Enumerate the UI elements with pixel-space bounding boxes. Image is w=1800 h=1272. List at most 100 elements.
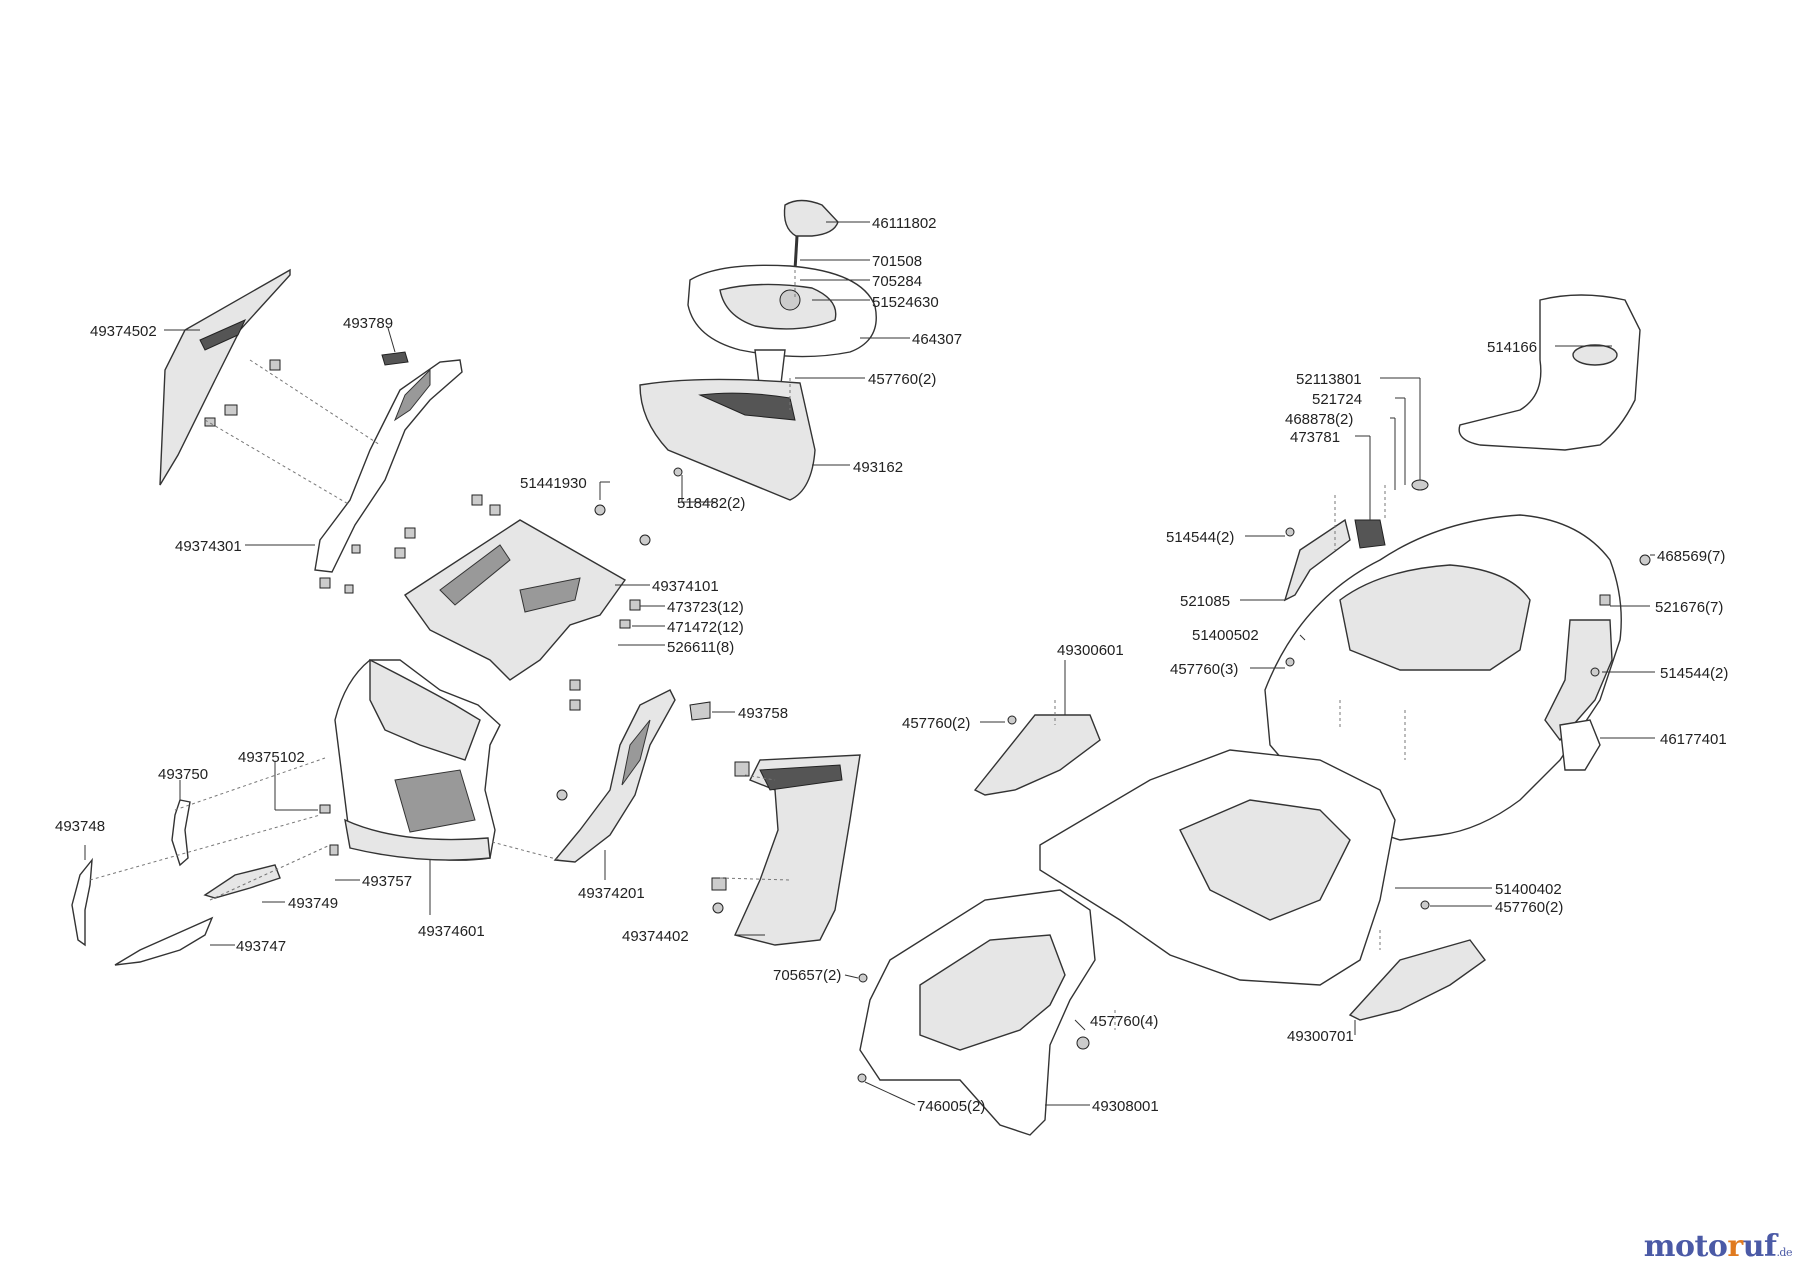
side-panel-49374502-dark [199, 319, 247, 351]
frame-piece-49374301 [314, 359, 463, 573]
label-468569-7: 468569(7) [1657, 548, 1725, 565]
logo-part-a: moto [1643, 1229, 1728, 1264]
label-49308001: 49308001 [1092, 1098, 1159, 1115]
label-457760-3: 457760(3) [1170, 661, 1238, 678]
label-468878-2: 468878(2) [1285, 411, 1353, 428]
screw-457760-2-right [1420, 900, 1430, 910]
floor-panel-49374101 [404, 519, 627, 681]
label-49374502: 49374502 [90, 323, 157, 340]
floor-panel-mesh-right [519, 577, 581, 613]
label-473781: 473781 [1290, 429, 1340, 446]
label-49300701: 49300701 [1287, 1028, 1354, 1045]
trim-493750 [171, 799, 191, 867]
label-705657-2: 705657(2) [773, 967, 841, 984]
nut-521676 [1599, 594, 1611, 606]
nut-side [556, 789, 568, 801]
clip-fender-upper [734, 761, 750, 777]
steering-hub [779, 289, 801, 311]
label-493747: 493747 [236, 938, 286, 955]
label-49375102: 49375102 [238, 749, 305, 766]
rear-body-group [1264, 294, 1651, 841]
rear-body-seat-well [1339, 564, 1531, 671]
label-471472-12: 471472(12) [667, 619, 744, 636]
label-52113801: 52113801 [1296, 371, 1362, 388]
floor-clips [394, 494, 651, 711]
screw-514544-right [1590, 667, 1600, 677]
bracket-493789 [381, 351, 409, 366]
assembly-lines [89, 270, 1406, 1030]
steering-bolt [793, 235, 799, 271]
nut-fender [712, 902, 724, 914]
label-51441930: 51441930 [520, 475, 587, 492]
center-floor-group [394, 494, 651, 711]
label-514544-2-right: 514544(2) [1660, 665, 1728, 682]
switch-473781 [1354, 519, 1386, 549]
steering-cap [783, 199, 839, 237]
label-49300601: 49300601 [1057, 642, 1124, 659]
left-panels-group [159, 268, 463, 594]
screw-514544-left [1285, 527, 1295, 537]
trim-493748 [71, 857, 93, 947]
clip-493757 [329, 844, 339, 856]
label-51524630: 51524630 [872, 294, 939, 311]
label-49374402: 49374402 [622, 928, 689, 945]
label-526611-8: 526611(8) [667, 639, 734, 656]
lower-rear-group [857, 527, 1600, 1136]
screw-457760-4 [1076, 1036, 1090, 1050]
label-457760-2-right: 457760(2) [1495, 899, 1563, 916]
seat-cutout [1572, 344, 1618, 366]
floor-panel-mesh-left [439, 544, 511, 606]
motoruf-logo: motoruf.de [1643, 1229, 1793, 1264]
trim-493749 [203, 864, 281, 899]
label-49374601: 49374601 [418, 923, 485, 940]
label-49374301: 49374301 [175, 538, 242, 555]
label-514544-2-left: 514544(2) [1166, 529, 1234, 546]
label-493749: 493749 [288, 895, 338, 912]
screw-518482 [673, 467, 683, 477]
seat-514166 [1458, 294, 1641, 451]
label-521085: 521085 [1180, 593, 1230, 610]
footplate-49300601 [973, 714, 1101, 796]
label-521724: 521724 [1312, 391, 1362, 408]
label-514166: 514166 [1487, 339, 1537, 356]
front-lip [344, 818, 491, 861]
dashboard-console-top [698, 392, 796, 421]
label-493758: 493758 [738, 705, 788, 722]
label-46111802: 46111802 [872, 215, 937, 232]
rear-deck-well [1179, 799, 1351, 921]
part-labels: 46111802 701508 705284 51524630 464307 4… [55, 215, 1728, 1115]
label-518482-2: 518482(2) [677, 495, 745, 512]
button-52113801 [1411, 479, 1429, 491]
logo-tld: .de [1776, 1246, 1792, 1259]
logo-part-b: r [1727, 1229, 1743, 1264]
frame-piece-49374301-mesh [393, 368, 431, 422]
steering-group [639, 199, 877, 501]
side-panel-49374502 [159, 268, 291, 486]
fender-right-46177401 [1559, 719, 1601, 771]
screw-457760-2-mid [1007, 715, 1017, 725]
label-493162: 493162 [853, 459, 903, 476]
front-hood-group [319, 658, 861, 946]
label-49374101: 49374101 [652, 578, 719, 595]
label-746005-2: 746005(2) [917, 1098, 985, 1115]
label-705284: 705284 [872, 273, 922, 290]
label-493757: 493757 [362, 873, 412, 890]
screw-746005 [857, 1073, 867, 1083]
steering-wheel-inner [719, 283, 837, 330]
label-473723-12: 473723(12) [667, 599, 744, 616]
label-701508: 701508 [872, 253, 922, 270]
label-464307: 464307 [912, 331, 962, 348]
label-493748: 493748 [55, 818, 105, 835]
fender-49374402-top [759, 764, 843, 791]
screw-468569 [1639, 554, 1651, 566]
label-51400402: 51400402 [1495, 881, 1562, 898]
small-clips-left [204, 359, 361, 594]
label-46177401: 46177401 [1660, 731, 1727, 748]
label-49374201: 49374201 [578, 885, 645, 902]
right-side-panel-mesh [621, 719, 651, 786]
front-grille [394, 769, 476, 833]
label-493789: 493789 [343, 315, 393, 332]
rear-tub-inner [919, 934, 1066, 1051]
trim-pieces-group [71, 799, 281, 966]
